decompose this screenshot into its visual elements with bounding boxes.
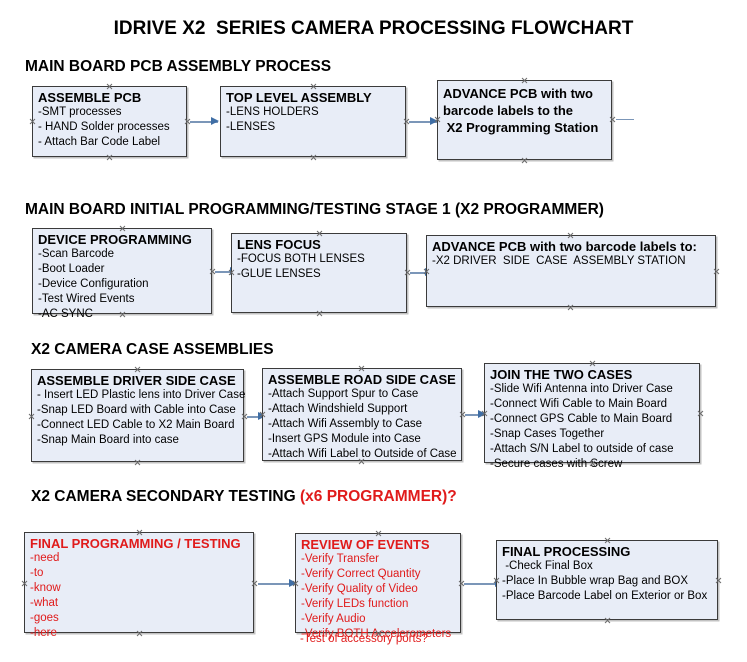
arrow-road-side-to-join-cases	[465, 410, 486, 419]
flow-box-title: barcode labels to the	[443, 103, 574, 118]
flow-box-line: -Connect LED Cable to X2 Main Board	[37, 419, 235, 431]
flow-box-final-processing[interactable]: FINAL PROCESSING -Check Final Box -Place…	[496, 540, 718, 620]
flow-box-line: - Attach Bar Code Label	[38, 136, 161, 148]
flow-box-title: ADVANCE PCB with two	[443, 86, 593, 101]
connector-stub	[616, 119, 634, 121]
flow-box-line: -goes	[30, 612, 59, 624]
flow-box-line: -SMT processes	[38, 106, 122, 118]
flow-box-line: -Snap LED Board with Cable into Case	[37, 404, 236, 416]
flow-box-review-of-events[interactable]: REVIEW OF EVENTS -Verify Transfer -Verif…	[295, 533, 461, 640]
flow-box-advance-pcb-driver-side-case[interactable]: ADVANCE PCB with two barcode labels to: …	[426, 235, 716, 307]
flow-box-assemble-road-side-case[interactable]: ASSEMBLE ROAD SIDE CASE -Attach Support …	[262, 368, 462, 461]
flow-box-line: -Attach Windshield Support	[268, 403, 408, 415]
flow-box-line: -Device Configuration	[38, 278, 149, 290]
flow-box-line: -Snap Main Board into case	[37, 434, 179, 446]
flow-box-line: -Verify BOTH Accelerometers	[301, 628, 452, 640]
flow-box-line: -Check Final Box	[502, 560, 593, 572]
flow-box-title: DEVICE PROGRAMMING	[38, 232, 192, 247]
flow-box-advance-pcb-programming-station[interactable]: ADVANCE PCB with two barcode labels to t…	[437, 80, 612, 160]
flow-box-title: JOIN THE TWO CASES	[490, 367, 633, 382]
flow-box-line: -Place In Bubble wrap Bag and BOX	[502, 575, 689, 587]
flow-box-assemble-pcb[interactable]: ASSEMBLE PCB -SMT processes - HAND Solde…	[32, 86, 187, 157]
flow-box-line: -Attach S/N Label to outside of case	[490, 443, 674, 455]
flow-box-line: -Connect GPS Cable to Main Board	[490, 413, 673, 425]
flow-box-line: -know	[30, 582, 61, 594]
flow-box-title: X2 Programming Station	[443, 120, 599, 135]
flow-box-final-programming-testing[interactable]: FINAL PROGRAMMING / TESTING -need -to -k…	[24, 532, 254, 639]
flow-box-device-programming[interactable]: DEVICE PROGRAMMING -Scan Barcode -Boot L…	[32, 228, 212, 320]
page-title: IDRIVE X2 SERIES CAMERA PROCESSING FLOWC…	[113, 18, 634, 39]
flow-box-line: -Verify LEDs function	[301, 598, 409, 610]
flow-box-top-level-assembly[interactable]: TOP LEVEL ASSEMBLY -LENS HOLDERS -LENSES	[220, 86, 406, 157]
section-heading-x2-camera-case-assemblies: X2 CAMERA CASE ASSEMBLIES	[31, 341, 274, 358]
flow-box-line: -Attach Wifi Label to Outside of Case	[268, 448, 457, 460]
flow-box-line: -GLUE LENSES	[237, 268, 321, 280]
flow-box-assemble-driver-side-case[interactable]: ASSEMBLE DRIVER SIDE CASE - Insert LED P…	[31, 369, 246, 462]
flow-box-title: ASSEMBLE DRIVER SIDE CASE	[37, 373, 236, 388]
flow-box-title: TOP LEVEL ASSEMBLY	[226, 90, 372, 105]
flow-box-lens-focus[interactable]: LENS FOCUS -FOCUS BOTH LENSES -GLUE LENS…	[231, 233, 407, 313]
flow-box-overflow-line: -Test of accessory ports?	[300, 633, 428, 645]
flow-box-line: -Verify Quality of Video	[301, 583, 418, 595]
flow-box-title: FINAL PROCESSING	[502, 544, 631, 559]
flow-box-join-the-two-cases[interactable]: JOIN THE TWO CASES -Slide Wifi Antenna i…	[484, 363, 700, 470]
flow-box-line: -Slide Wifi Antenna into Driver Case	[490, 383, 673, 395]
flow-box-line: -to	[30, 567, 44, 579]
flow-box-line: -Secure cases with Screw	[490, 458, 623, 470]
flow-box-line: -X2 DRIVER SIDE CASE ASSEMBLY STATION	[432, 255, 686, 267]
flow-box-line: -Place Barcode Label on Exterior or Box	[502, 590, 708, 602]
flow-box-line: -Snap Cases Together	[490, 428, 605, 440]
flow-box-line: - Insert LED Plastic lens into Driver Ca…	[37, 389, 246, 401]
section-heading-main-board-initial-programming: MAIN BOARD INITIAL PROGRAMMING/TESTING S…	[25, 201, 604, 218]
flow-box-line: -Attach Wifi Assembly to Case	[268, 418, 423, 430]
arrow-final-programming-to-review-of-events	[258, 579, 297, 588]
flow-box-line: - HAND Solder processes	[38, 121, 170, 133]
flow-box-line: -Verify Audio	[301, 613, 366, 625]
flow-box-line: -need	[30, 552, 60, 564]
flow-box-title: REVIEW OF EVENTS	[301, 537, 430, 552]
flow-box-line: -Attach Support Spur to Case	[268, 388, 419, 400]
flow-box-line: -Connect Wifi Cable to Main Board	[490, 398, 668, 410]
flow-box-title: FINAL PROGRAMMING / TESTING	[30, 536, 241, 551]
flow-box-line: -Test Wired Events	[38, 293, 135, 305]
section-heading-main-board-pcb-assembly: MAIN BOARD PCB ASSEMBLY PROCESS	[25, 58, 332, 75]
flow-box-line: -what	[30, 597, 59, 609]
flow-box-line: -Verify Transfer	[301, 553, 379, 565]
flow-box-line: -LENS HOLDERS	[226, 106, 319, 118]
flow-box-line: -Boot Loader	[38, 263, 105, 275]
section-heading-x2-camera-secondary-testing: X2 CAMERA SECONDARY TESTING (x6 PROGRAMM…	[31, 488, 457, 505]
flow-box-title: ADVANCE PCB with two barcode labels to:	[432, 239, 697, 254]
flow-box-title: ASSEMBLE PCB	[38, 90, 142, 105]
flow-box-line: -Verify Correct Quantity	[301, 568, 421, 580]
flow-box-line: -Scan Barcode	[38, 248, 115, 260]
flow-box-line: -FOCUS BOTH LENSES	[237, 253, 365, 265]
flow-box-title: LENS FOCUS	[237, 237, 321, 252]
arrow-top-level-assembly-to-advance-pcb	[409, 117, 438, 126]
flow-box-line: -here	[30, 627, 57, 639]
flow-box-line: -Insert GPS Module into Case	[268, 433, 421, 445]
flow-box-title: ASSEMBLE ROAD SIDE CASE	[268, 372, 456, 387]
flow-box-line: -LENSES	[226, 121, 276, 133]
arrow-assemble-pcb-to-top-level-assembly	[190, 117, 219, 126]
flow-box-line: -AC SYNC	[38, 308, 93, 320]
